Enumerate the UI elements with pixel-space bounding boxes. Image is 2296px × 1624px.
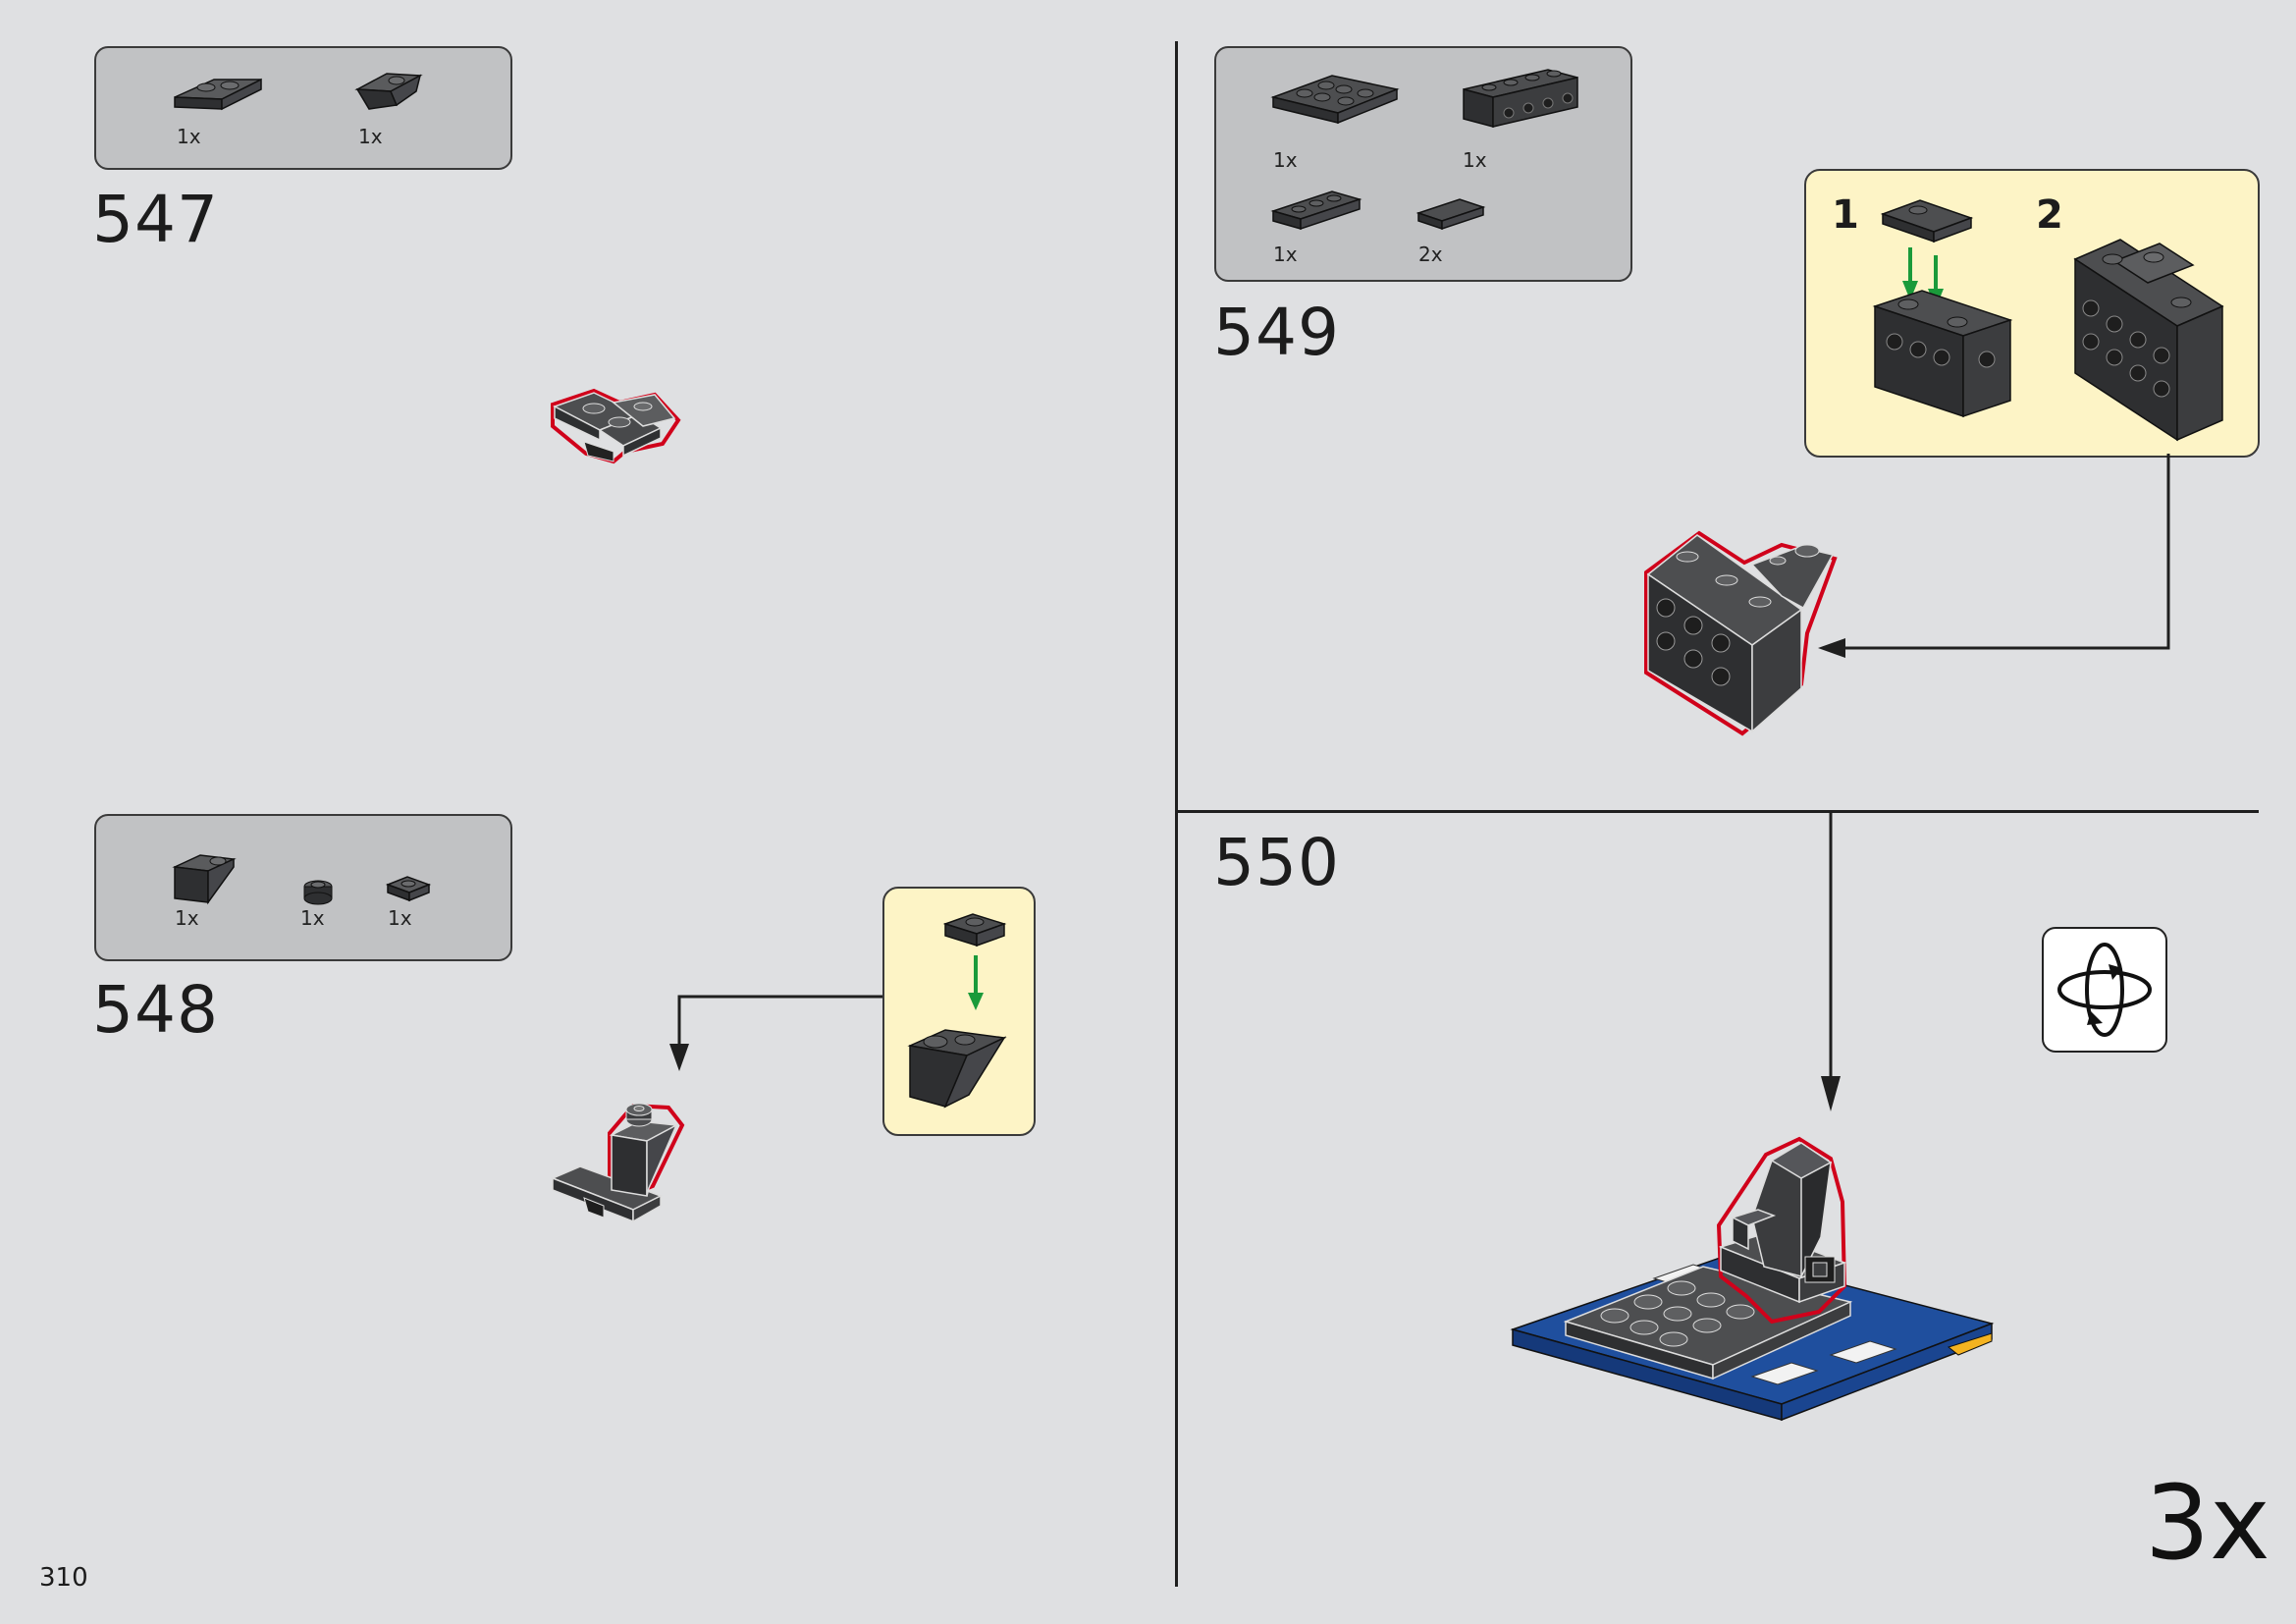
- step-548-callout: [882, 887, 1036, 1136]
- step-548-parts-box: 1x 1x 1x: [94, 814, 512, 961]
- step-550-model: [1510, 1136, 1995, 1422]
- substep-1-technic-brick: [1872, 290, 2013, 418]
- inverted-slope-icon: [354, 73, 423, 110]
- step-547-parts-box: 1x 1x: [94, 46, 512, 170]
- step-number: 549: [1213, 295, 1340, 370]
- divider-horizontal: [1175, 810, 2259, 813]
- part-qty: 1x: [1273, 243, 1298, 266]
- divider-vertical: [1175, 41, 1178, 1587]
- step-548-model: [551, 1103, 685, 1223]
- round-plate-icon: [303, 880, 333, 905]
- part-qty: 1x: [1273, 148, 1298, 172]
- part-qty: 1x: [388, 906, 412, 930]
- plate-1x2-icon: [174, 78, 262, 111]
- step-549-callout: 1 2: [1804, 169, 2260, 458]
- step-549-model: [1644, 530, 1838, 736]
- green-arrow-icon: [968, 955, 984, 1010]
- substep-number: 2: [2036, 192, 2063, 238]
- part-qty: 1x: [300, 906, 325, 930]
- callout-slope-brick: [907, 1029, 1007, 1109]
- step-547-model: [551, 388, 681, 464]
- plate-2x4-icon: [1270, 75, 1400, 125]
- part-qty: 1x: [175, 906, 199, 930]
- part-qty: 1x: [177, 125, 201, 148]
- step-550-pointer-arrow: [1821, 811, 1841, 1111]
- callout-plate-1x1: [942, 913, 1007, 947]
- part-qty: 1x: [1463, 148, 1487, 172]
- technic-brick-icon: [1463, 69, 1578, 128]
- substep-1-plate: [1880, 199, 1974, 244]
- slope-brick-icon: [172, 854, 237, 905]
- page-number: 310: [39, 1563, 88, 1593]
- substep-number: 1: [1832, 192, 1859, 238]
- step-549-pointer-arrow: [1818, 454, 2170, 658]
- plate-1x1-icon: [385, 876, 432, 902]
- rotate-model-icon: [2057, 943, 2152, 1037]
- plate-1x3-icon: [1270, 190, 1362, 231]
- tile-1x2-icon: [1415, 198, 1486, 231]
- step-number: 547: [92, 182, 219, 257]
- step-number: 548: [92, 972, 219, 1048]
- part-qty: 1x: [358, 125, 383, 148]
- multiplier-label: 3x: [2145, 1463, 2270, 1583]
- substep-2-assembly: [2073, 239, 2224, 442]
- step-number: 550: [1213, 825, 1340, 900]
- part-qty: 2x: [1418, 243, 1443, 266]
- green-arrow-icon: [1902, 247, 1918, 300]
- rotate-model-box: [2042, 927, 2167, 1053]
- step-549-parts-box: 1x 1x 1x 2x: [1214, 46, 1632, 282]
- step-548-pointer-arrow: [669, 995, 882, 1071]
